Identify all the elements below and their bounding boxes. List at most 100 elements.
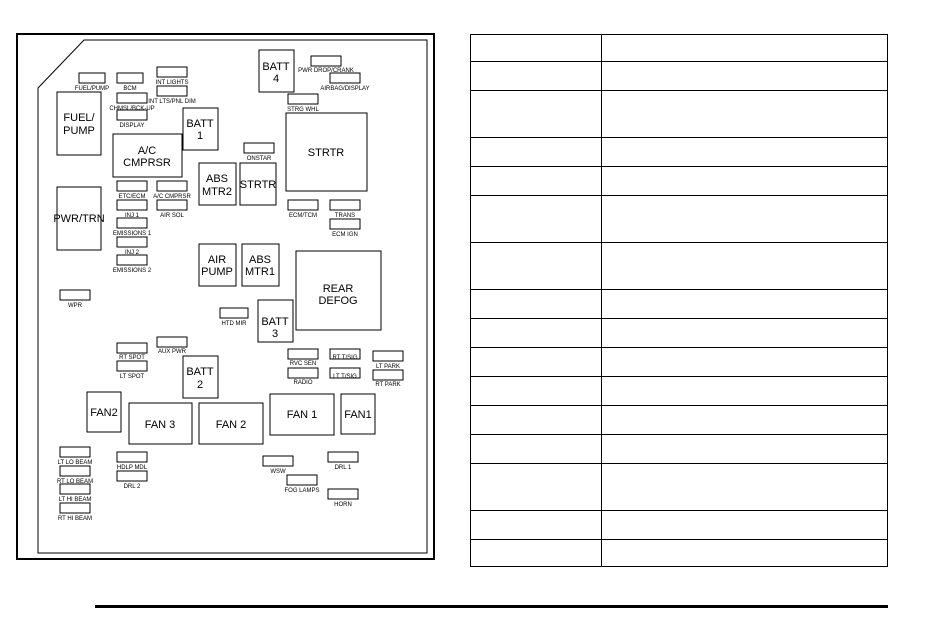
fuse-bcm	[116, 72, 144, 84]
label-fog-lamps: FOG LAMPS	[284, 488, 319, 494]
relay-fan1-small	[340, 393, 376, 435]
label-rvc-sen: RVC SEN	[290, 361, 317, 367]
label-rt-spot: RT SPOT	[119, 355, 145, 361]
label-chmsl-bck-up: CHMSL/BCK-UP	[109, 106, 154, 112]
fuse-fuel-pump	[78, 72, 106, 84]
table-cell-fuse	[470, 434, 602, 464]
fuse-ac-cmprsr	[156, 180, 188, 192]
label-htd-mir: HTD MIR	[222, 321, 248, 327]
fuse-lt-spot	[116, 360, 148, 372]
relay-fan1-wide	[269, 393, 335, 436]
label-ecm-tcm: ECM/TCM	[289, 213, 317, 219]
fuse-rt-park	[372, 369, 404, 381]
label-relay-batt2-line2: 2	[197, 379, 203, 391]
relay-fan2-wide	[198, 402, 264, 445]
label-relay-batt3-line2: 3	[272, 328, 278, 340]
table-cell-usage	[601, 90, 888, 138]
label-relay-batt1-line2: 1	[197, 130, 203, 142]
label-bcm: BCM	[123, 86, 136, 92]
label-rt-lo-beam: RT LO BEAM	[57, 479, 93, 485]
fuse-air-sol	[156, 199, 188, 211]
relay-pwr-trn	[56, 186, 102, 251]
fuse-emissions1	[116, 217, 148, 229]
relay-abs-mtr1	[241, 243, 280, 287]
table-row	[470, 405, 888, 435]
label-etc-ecm: ETC/ECM	[119, 194, 146, 200]
table-cell-fuse	[470, 510, 602, 540]
table-cell-fuse	[470, 405, 602, 435]
label-relay-fan2-wide: FAN 2	[216, 419, 247, 431]
relay-fan2-small	[86, 391, 122, 433]
fuse-radio	[287, 367, 319, 379]
fuse-block-housing	[37, 39, 428, 554]
table-cell-usage	[601, 405, 888, 435]
table-cell-fuse	[470, 61, 602, 91]
label-ac-cmprsr: A/C CMPRSR	[153, 194, 191, 200]
label-int-lights: INT LIGHTS	[156, 80, 189, 86]
relay-batt4	[258, 49, 295, 93]
table-row	[470, 318, 888, 348]
relay-batt3	[257, 299, 294, 343]
fuse-hdlp-mdl	[116, 451, 148, 463]
label-rt-park: RT PARK	[375, 382, 400, 388]
label-radio: RADIO	[293, 380, 312, 386]
table-cell-usage	[601, 61, 888, 91]
label-drl2: DRL 2	[124, 484, 141, 490]
table-cell-fuse	[470, 318, 602, 348]
label-inj2: INJ 2	[125, 250, 140, 256]
table-cell-usage	[601, 318, 888, 348]
fuse-wsw	[262, 455, 294, 467]
label-drl1: DRL 1	[335, 465, 352, 471]
fuse-lt-park	[372, 350, 404, 362]
label-relay-batt4-line1: BATT	[262, 61, 290, 73]
label-relay-fan1-wide: FAN 1	[287, 409, 318, 421]
fuse-drl2	[116, 470, 148, 482]
fuse-strg-whl	[287, 93, 319, 105]
label-int-lts-pnl-dim: INT LTS/PNL DIM	[148, 99, 196, 105]
label-relay-air-pump-line2: PUMP	[201, 266, 233, 278]
table-cell-usage	[601, 166, 888, 196]
label-airbag-display: AIRBAG/DISPLAY	[320, 86, 369, 92]
fuse-horn	[327, 488, 359, 500]
label-relay-abs-mtr2-line2: MTR2	[202, 186, 232, 198]
label-relay-fan3: FAN 3	[145, 419, 176, 431]
table-row	[470, 242, 888, 290]
fuse-emissions2	[116, 254, 148, 266]
fuse-drl1	[327, 451, 359, 463]
fuse-lt-lo-beam	[59, 446, 91, 458]
label-relay-batt2-line1: BATT	[186, 366, 214, 378]
relay-batt1	[182, 107, 219, 151]
table-cell-fuse	[470, 166, 602, 196]
label-relay-batt1-line1: BATT	[186, 118, 214, 130]
relay-abs-mtr2	[198, 162, 237, 206]
fuse-lt-hi-beam	[59, 483, 91, 495]
table-cell-fuse	[470, 34, 602, 62]
label-relay-air-pump-line1: AIR	[208, 254, 226, 266]
table-cell-usage	[601, 195, 888, 243]
fuse-inj1	[116, 199, 148, 211]
fuse-wpr	[59, 289, 91, 301]
relay-fuel-pump	[56, 91, 102, 156]
table-cell-fuse	[470, 242, 602, 290]
table-cell-usage	[601, 539, 888, 567]
fuse-trans	[329, 199, 361, 211]
diagram-frame	[16, 33, 435, 560]
fuse-onstar	[243, 142, 275, 154]
fuse-fog-lamps	[286, 474, 318, 486]
table-cell-usage	[601, 137, 888, 167]
label-wpr: WPR	[68, 303, 83, 309]
label-inj1: INJ 1	[125, 213, 140, 219]
table-row	[470, 463, 888, 511]
label-strg-whl: STRG WHL	[287, 107, 319, 113]
fuse-aux-pwr	[156, 336, 188, 348]
label-lt-t-sig: LT T/SIG	[333, 374, 357, 380]
label-relay-ac-line2: CMPRSR	[123, 157, 171, 169]
relay-fan3	[128, 402, 193, 445]
relay-strtr-large	[285, 112, 368, 192]
fuse-htd-mir	[219, 307, 249, 319]
label-relay-rear-defog-line2: DEFOG	[318, 295, 357, 307]
fuse-rt-t-sig	[329, 348, 361, 360]
label-onstar: ONSTAR	[247, 156, 272, 162]
label-emissions1: EMISSIONS 1	[113, 231, 152, 237]
label-lt-spot: LT SPOT	[120, 374, 145, 380]
